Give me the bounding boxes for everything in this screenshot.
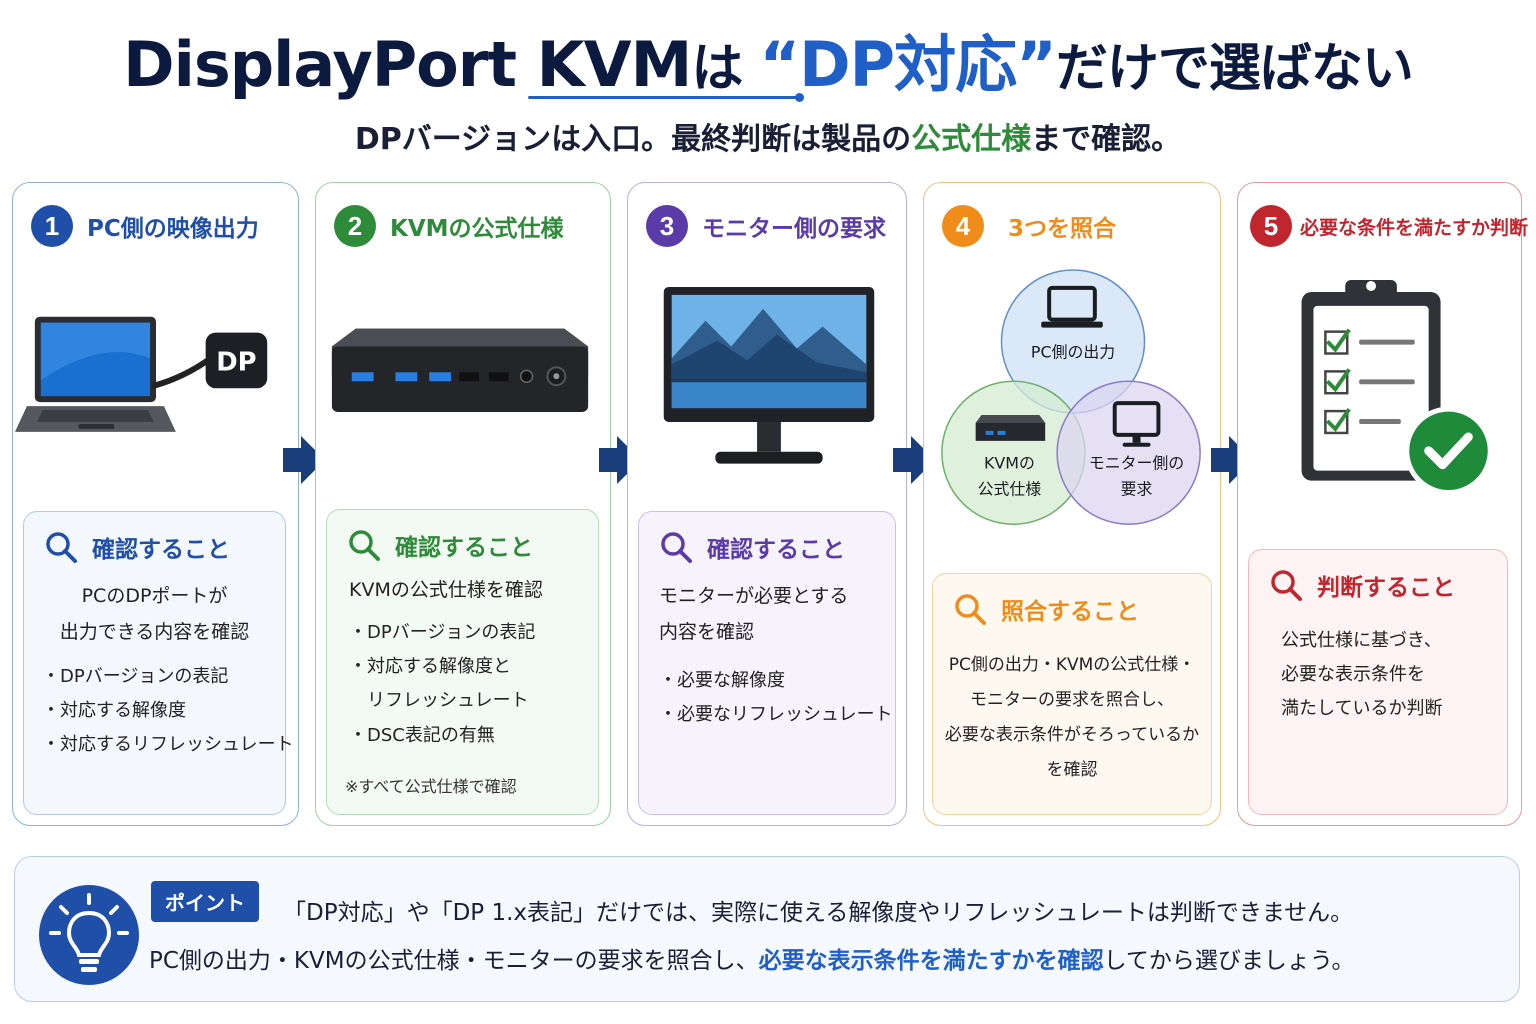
step-1-box-title: 確認すること (92, 537, 230, 563)
venn-label-pc: PC側の出力 (1031, 342, 1115, 361)
step-2-panel: 2 KVMの公式仕様 確認すること KVMの公式仕様を確認 ・DPバージョンの表… (315, 182, 611, 826)
step-2-title: KVMの公式仕様 (390, 216, 564, 242)
step-4-box-line: 必要な表示条件がそろっているか (944, 724, 1200, 745)
step-5-box-title: 判断すること (1317, 575, 1455, 601)
lightbulb-icon (39, 885, 139, 985)
step-3-title: モニター側の要求 (702, 216, 886, 242)
step-5-judge-box: 判断すること 公式仕様に基づき、 必要な表示条件を 満たしているか判断 (1248, 549, 1508, 815)
step-2-box-line: KVMの公式仕様を確認 (349, 579, 543, 601)
checkbox-icon (1324, 368, 1351, 395)
checkbox-icon (1324, 407, 1351, 435)
step-4-box-line: PC側の出力・KVMの公式仕様・ (948, 655, 1196, 675)
step-2-bullet: リフレッシュレート (349, 690, 529, 712)
clipboard-checklist-icon (1301, 280, 1493, 496)
search-icon (955, 594, 986, 625)
step-4-panel: 4 3つを照合 PC側の出力 KVMの 公式仕様 モニター側の 要求 (923, 182, 1221, 826)
step-3-box-line: 内容を確認 (659, 621, 755, 644)
step-5-number: 5 (1250, 205, 1292, 247)
step-4-title: 3つを照合 (1008, 216, 1117, 242)
laptop-icon (1041, 285, 1103, 328)
point-line-1: 「DP対応」や「DP 1.x表記」だけでは、実際に使える解像度やリフレッシュレー… (283, 900, 1354, 926)
step-3-number: 3 (646, 205, 688, 247)
step-3-check-box: 確認すること モニターが必要とする 内容を確認 ・必要な解像度 ・必要なリフレッ… (638, 511, 896, 815)
step-1-bullet: ・DPバージョンの表記 (42, 666, 229, 687)
step-2-bullet: ・DSC表記の有無 (349, 724, 495, 746)
step-4-box-title: 照合すること (1001, 599, 1139, 625)
monitor-with-mountain-landscape-icon (663, 286, 875, 464)
step-2-box-title: 確認すること (395, 535, 533, 561)
step-5-box-line: 満たしているか判断 (1281, 698, 1443, 720)
step-2-bullet: ・対応する解像度と (349, 656, 511, 678)
step-1-box-line: 出力できる内容を確認 (59, 621, 250, 644)
arrow-right-icon (599, 436, 641, 484)
step-5-title: 必要な条件を満たすか判断 (1300, 216, 1529, 239)
step-1-number: 1 (31, 205, 73, 247)
checkbox-icon (1324, 328, 1351, 355)
title-suffix: だけで選ばない (1055, 39, 1414, 99)
subtitle-suffix: まで確認。 (1031, 122, 1182, 157)
title-underline (528, 93, 804, 102)
step-3-header: 3 モニター側の要求 (646, 205, 886, 247)
arrow-right-icon (893, 436, 935, 484)
step-2-number: 2 (334, 205, 376, 247)
step-1-header: 1 PC側の映像出力 (31, 205, 259, 247)
step-4-header: 4 3つを照合 (942, 205, 1116, 247)
step-5-box-line: 公式仕様に基づき、 (1281, 630, 1442, 651)
point-badge: ポイント (151, 881, 259, 922)
step-3-bullet: ・必要なリフレッシュレート (659, 704, 893, 726)
step-1-title: PC側の映像出力 (87, 216, 259, 242)
arrow-right-icon (283, 436, 325, 484)
point-line-2-prefix: PC側の出力・KVMの公式仕様・モニターの要求を照合し、 (149, 948, 759, 974)
monitor-icon (1112, 401, 1161, 447)
search-icon (349, 530, 380, 561)
step-2-note: ※すべて公式仕様で確認 (345, 777, 517, 796)
point-line-2: PC側の出力・KVMの公式仕様・モニターの要求を照合し、必要な表示条件を満たすか… (149, 941, 1355, 975)
step-5-box-line: 必要な表示条件を (1281, 664, 1425, 686)
step-3-box-line: モニターが必要とする (659, 585, 849, 607)
subtitle-highlight: 公式仕様 (911, 122, 1032, 157)
title-highlight: “DP対応” (759, 28, 1056, 101)
step-2-bullet: ・DPバージョンの表記 (349, 622, 536, 643)
step-2-check-box: 確認すること KVMの公式仕様を確認 ・DPバージョンの表記 ・対応する解像度と… (326, 509, 599, 815)
step-1-bullet: ・対応する解像度 (42, 700, 186, 722)
step-4-check-box: 照合すること PC側の出力・KVMの公式仕様・ モニターの要求を照合し、 必要な… (932, 573, 1212, 815)
step-1-box-line: PCのDPポートが (81, 585, 228, 607)
check-circle-icon (1404, 406, 1493, 496)
venn-label-monitor: 要求 (1121, 479, 1153, 498)
step-5-header: 5 必要な条件を満たすか判断 (1250, 205, 1528, 247)
venn-label-monitor: モニター側の (1089, 454, 1184, 473)
step-1-check-box: 確認すること PCのDPポートが 出力できる内容を確認 ・DPバージョンの表記 … (23, 511, 294, 815)
title-wa: は (691, 39, 760, 99)
laptop-with-displayport-adapter-icon: DP (14, 316, 268, 432)
point-callout: ポイント 「DP対応」や「DP 1.x表記」だけでは、実際に使える解像度やリフレ… (14, 856, 1520, 1002)
search-icon (1271, 570, 1302, 601)
page-title: DisplayPort KVMは “DP対応”だけで選ばない (0, 14, 1536, 104)
step-4-box-line: モニターの要求を照合し、 (970, 689, 1174, 710)
step-4-box-line: を確認 (1046, 759, 1098, 780)
point-line-2-suffix: してから選びましょう。 (1103, 948, 1355, 974)
point-line-2-highlight: 必要な表示条件を満たすかを確認 (758, 948, 1104, 974)
title-prefix: DisplayPort KVM (123, 28, 692, 101)
page-subtitle: DPバージョンは入口。最終判断は製品の公式仕様まで確認。 (0, 114, 1536, 158)
step-3-bullet: ・必要な解像度 (659, 670, 785, 691)
kvm-switch-box-icon (331, 328, 589, 413)
venn-diagram: PC側の出力 KVMの 公式仕様 モニター側の 要求 (941, 269, 1201, 526)
kvm-box-icon (975, 415, 1046, 441)
step-4-number: 4 (942, 205, 984, 247)
step-3-panel: 3 モニター側の要求 確認すること モニターが必要とする 内容を確認 ・必要な解… (627, 182, 907, 826)
dp-logo-text: DP (216, 347, 256, 377)
step-5-panel: 5 必要な条件を満たすか判断 判断すること (1237, 182, 1528, 826)
step-2-header: 2 KVMの公式仕様 (334, 205, 564, 247)
search-icon (46, 532, 77, 563)
search-icon (661, 532, 692, 563)
subtitle-prefix: DPバージョンは入口。最終判断は製品の (354, 122, 912, 157)
arrow-right-icon (1211, 436, 1253, 484)
step-3-box-title: 確認すること (707, 537, 845, 563)
venn-label-kvm: 公式仕様 (978, 479, 1042, 498)
step-1-bullet: ・対応するリフレッシュレート (42, 734, 294, 756)
venn-label-kvm: KVMの (984, 454, 1035, 473)
step-1-panel: 1 PC側の映像出力 DP 確認すること PCのDPポートが 出力できる内容を確… (12, 182, 299, 826)
